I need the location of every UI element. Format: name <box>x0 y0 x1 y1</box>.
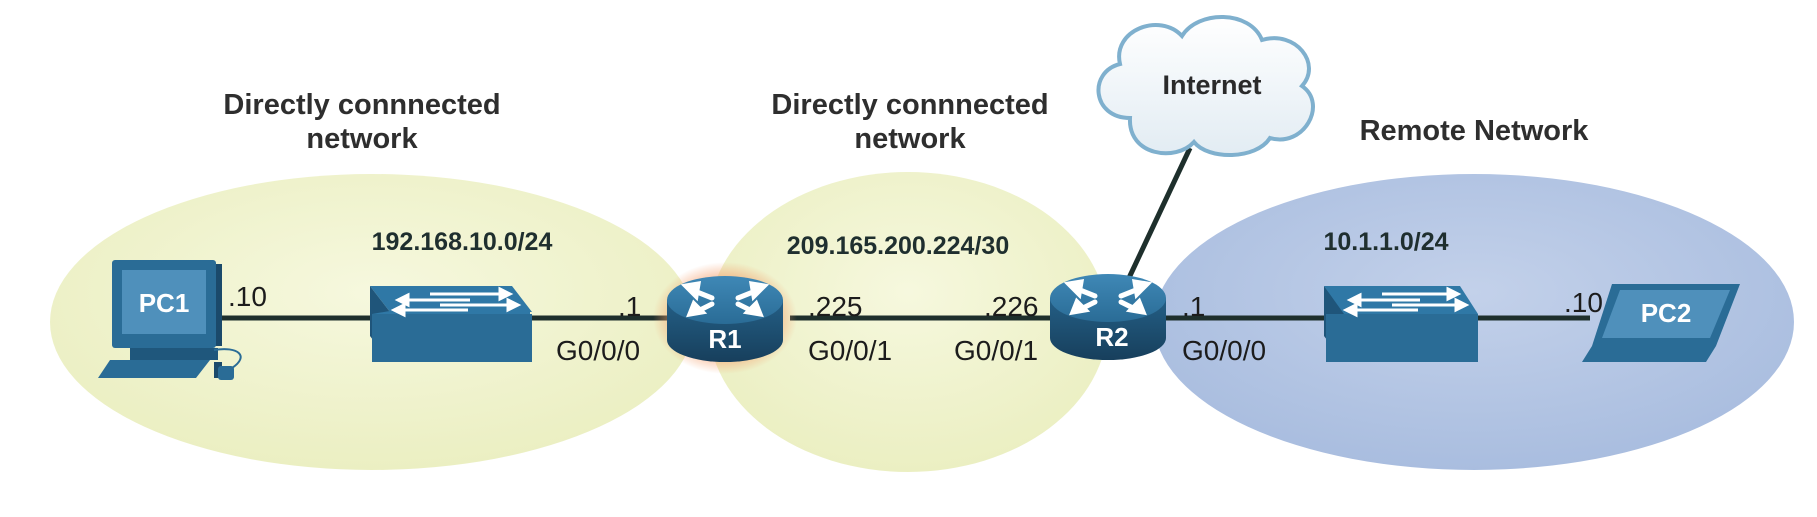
cloud-icon <box>1096 15 1315 157</box>
r1-label: R1 <box>708 324 741 354</box>
remote-title: Remote Network <box>1360 115 1590 147</box>
link-r2-internet <box>1125 146 1193 282</box>
lan1-title-line2: network <box>306 123 418 155</box>
r1-right-addr: .225 <box>808 291 863 322</box>
switch1-topface <box>372 290 530 314</box>
pc2-label: PC2 <box>1641 298 1692 328</box>
switch2-device <box>1324 286 1478 362</box>
switch-arrows-icon <box>390 286 522 318</box>
remote-subnet: 10.1.1.0/24 <box>1323 228 1448 256</box>
r1-left-addr: .1 <box>618 291 641 322</box>
switch-arrows-icon <box>1342 286 1470 318</box>
r1-top <box>667 276 783 324</box>
pc1-mouse-cable <box>213 348 242 369</box>
pc2-screen-inner <box>1602 290 1730 338</box>
switch1-device <box>370 286 532 362</box>
pc1-keyboard <box>98 360 210 378</box>
r1-left-iface: G0/0/0 <box>556 335 640 366</box>
pc2-device: PC2 <box>1582 284 1740 362</box>
r2-right-addr: .1 <box>1182 291 1205 322</box>
r2-left-iface: G0/0/1 <box>954 335 1038 366</box>
switch1-face <box>372 314 532 362</box>
r2-label: R2 <box>1095 322 1128 352</box>
r1-right-iface: G0/0/1 <box>808 335 892 366</box>
r2-router: R2 <box>1050 274 1166 360</box>
pc2-keyboard <box>1582 346 1716 362</box>
pc1-monitor-side <box>212 264 222 346</box>
r2-left-addr: .226 <box>984 291 1039 322</box>
pc2-addr: .10 <box>1564 287 1603 318</box>
pc1-device: PC1 <box>98 260 242 380</box>
pc1-screen <box>122 270 206 334</box>
wan-title-line2: network <box>854 123 966 155</box>
wan-subnet: 209.165.200.224/30 <box>787 232 1009 260</box>
wan-title-line1: Directly connnected <box>771 89 1048 121</box>
switch2-face <box>1326 314 1478 362</box>
lan1-subnet: 192.168.10.0/24 <box>372 228 553 256</box>
network-ellipse-wan <box>708 172 1108 472</box>
pc1-mouse <box>218 366 234 380</box>
lan1-title-line1: Directly connnected <box>223 89 500 121</box>
router-arrows-icon <box>1063 278 1153 316</box>
pc1-addr: .10 <box>228 281 267 312</box>
r2-right-iface: G0/0/0 <box>1182 335 1266 366</box>
pc1-label: PC1 <box>139 288 190 318</box>
r1-router: R1 <box>653 262 797 374</box>
internet-label: Internet <box>1162 70 1261 100</box>
router-arrows-icon <box>680 280 770 318</box>
internet-cloud: Internet <box>1096 15 1315 157</box>
pc1-base <box>130 348 218 360</box>
links <box>218 146 1590 321</box>
r2-top <box>1050 274 1166 322</box>
